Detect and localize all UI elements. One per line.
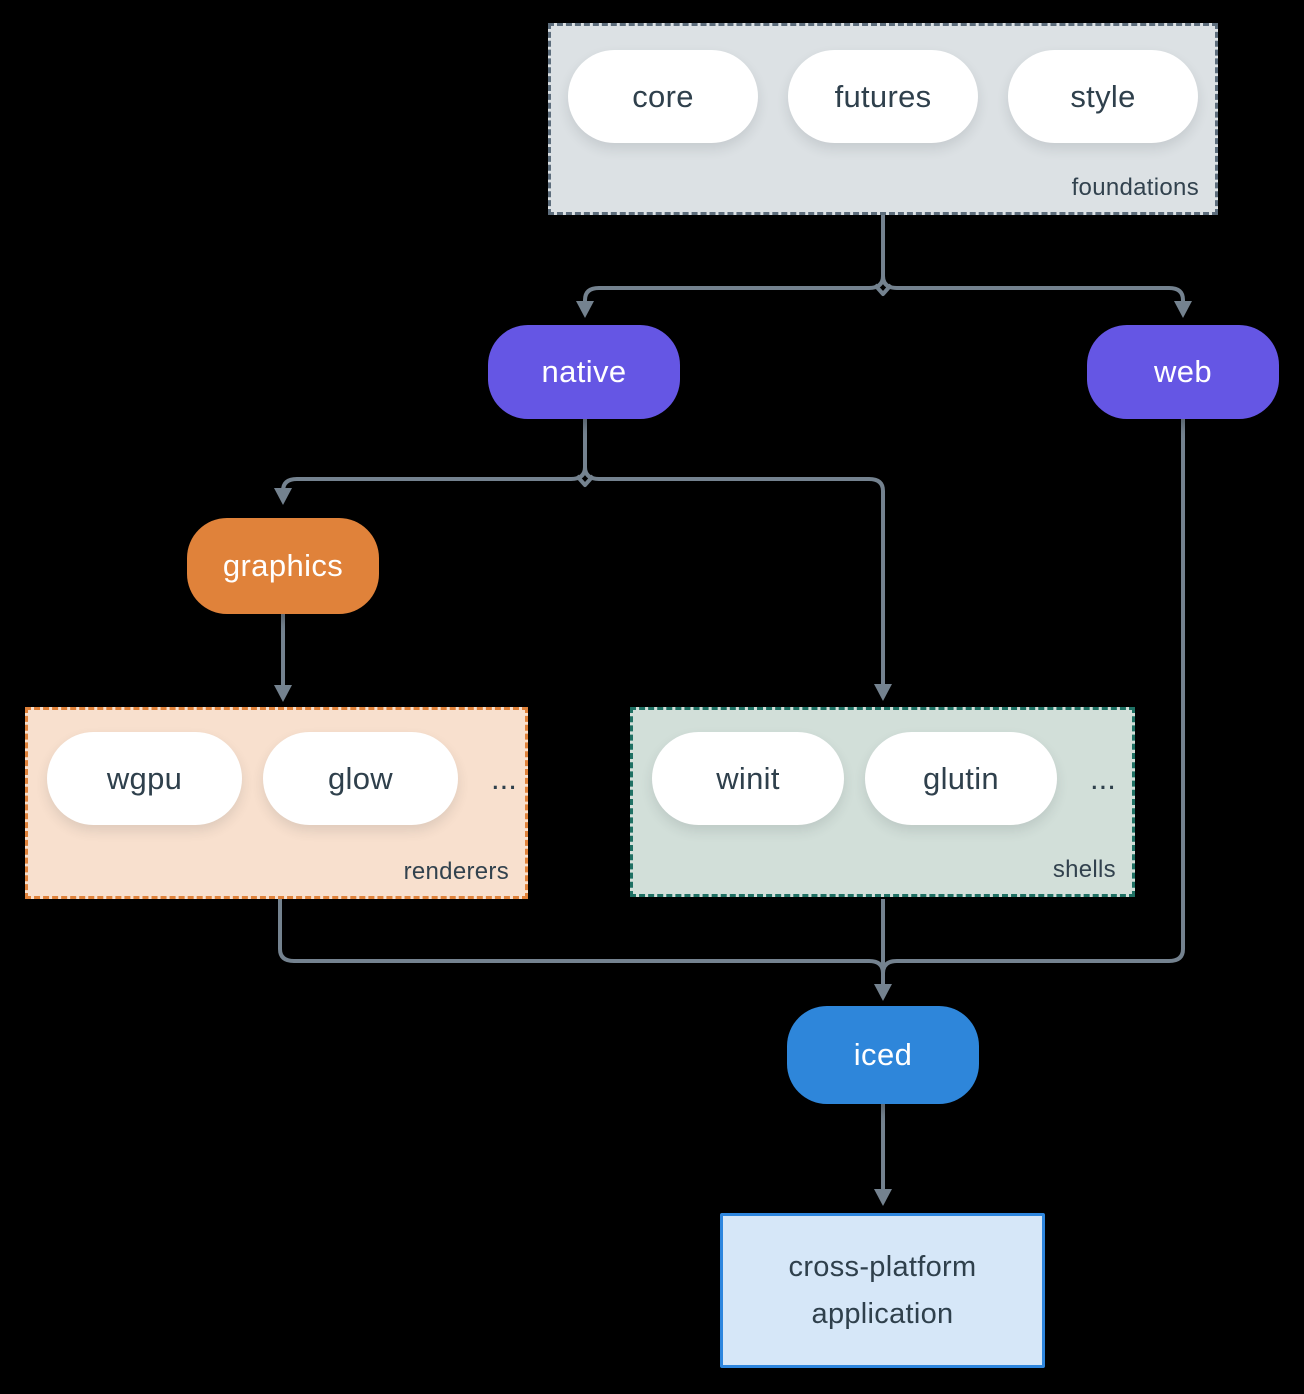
shells-pill-row: winit glutin ... [633,710,1132,825]
foundations-group: core futures style foundations [548,23,1218,215]
node-iced: iced [787,1006,979,1104]
shells-label: shells [1052,856,1116,883]
junction-chevron-native [575,474,595,487]
pill-style: style [1008,50,1198,143]
connector-native-shells [583,419,892,701]
connector-native-graphics [274,419,587,505]
foundations-pill-row: core futures style [551,26,1215,143]
shells-group: winit glutin ... shells [630,707,1135,897]
foundations-label: foundations [1071,174,1199,201]
cross-platform-application-label: cross-platform application [788,1250,977,1330]
pill-winit: winit [652,732,844,825]
renderers-pill-row: wgpu glow ... [28,710,525,825]
pill-glow: glow [263,732,458,825]
node-web: web [1087,325,1279,419]
node-graphics: graphics [187,518,379,614]
pill-core: core [568,50,758,143]
pill-glutin: glutin [865,732,1057,825]
pill-futures: futures [788,50,978,143]
cross-platform-application-box: cross-platform application [720,1213,1045,1368]
renderers-label: renderers [403,858,509,885]
connector-foundations-web [881,215,1192,318]
pill-wgpu: wgpu [47,732,242,825]
connector-foundations-native [576,215,885,318]
renderers-group: wgpu glow ... renderers [25,707,528,899]
junction-chevron-foundations [873,283,893,296]
node-native: native [488,325,680,419]
renderers-ellipsis: ... [491,760,517,796]
connector-renderers-merge [278,899,885,974]
shells-ellipsis: ... [1090,760,1116,796]
